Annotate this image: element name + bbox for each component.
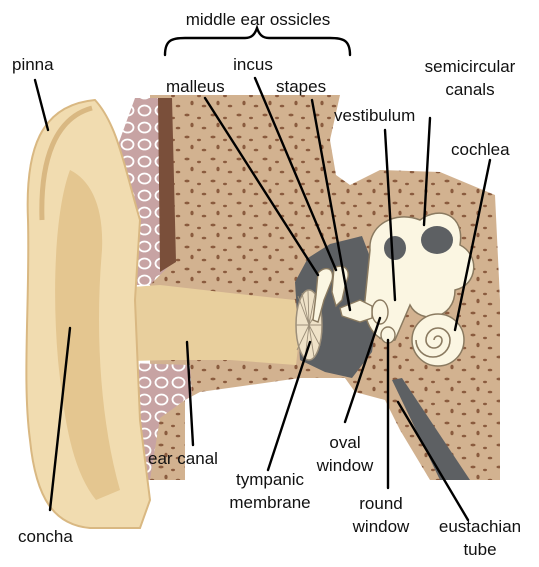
ossicles-brace bbox=[165, 28, 350, 55]
incus-label: incus bbox=[218, 55, 288, 74]
ear-canal-label: ear canal bbox=[148, 449, 218, 468]
pinna-label: pinna bbox=[12, 55, 54, 74]
eustachian-tube-label-line1: eustachian bbox=[425, 517, 535, 536]
vestibulum-label: vestibulum bbox=[334, 106, 415, 125]
oval-window-label-line1: oval bbox=[300, 433, 390, 452]
cochlea-label: cochlea bbox=[451, 140, 510, 159]
round-window-label-line1: round bbox=[336, 494, 426, 513]
tympanic-membrane-label-line2: membrane bbox=[210, 493, 330, 512]
semicircular-canal-loop bbox=[384, 236, 406, 260]
oval-window-label-line2: window bbox=[300, 456, 390, 475]
semicircular-canals-label-line2: canals bbox=[410, 80, 530, 99]
malleus-label: malleus bbox=[166, 77, 225, 96]
middle-ear-ossicles-label: middle ear ossicles bbox=[163, 10, 353, 29]
eustachian-tube-label-line2: tube bbox=[425, 540, 535, 559]
semicircular-canals-label-line1: semicircular bbox=[410, 57, 530, 76]
stapes-label: stapes bbox=[276, 77, 326, 96]
pinna-pointer bbox=[35, 80, 48, 130]
concha-label: concha bbox=[18, 527, 73, 546]
semicircular-canal-loop bbox=[421, 226, 453, 254]
round-window-label-line2: window bbox=[336, 517, 426, 536]
